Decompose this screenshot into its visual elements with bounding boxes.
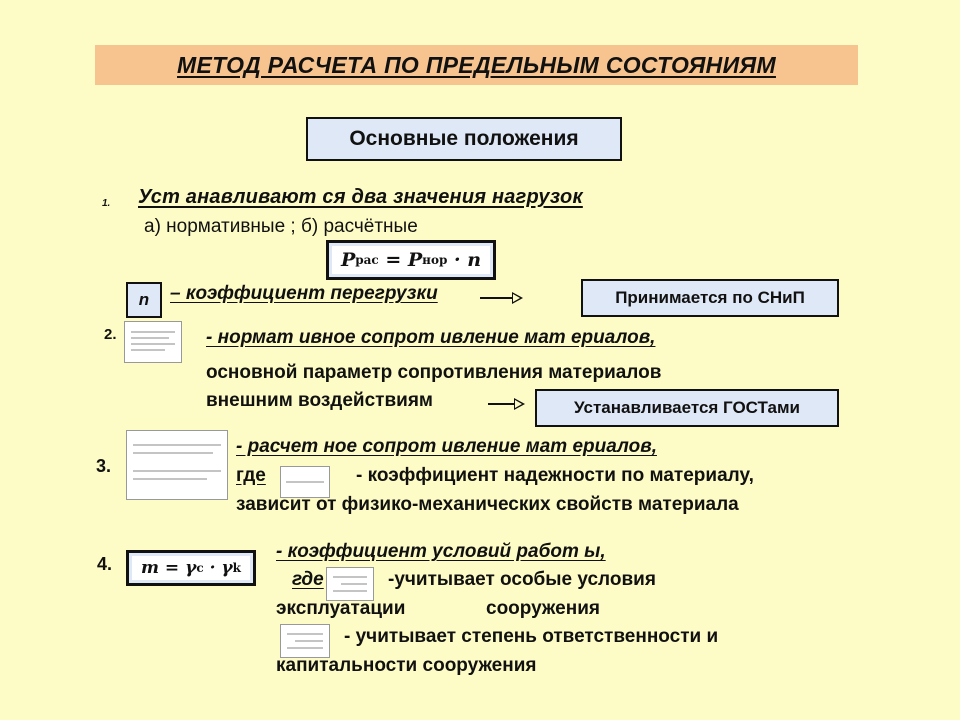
arrow-line-2 bbox=[488, 403, 514, 405]
arrow-right-icon-2 bbox=[514, 398, 525, 410]
overload-coefficient-text: – коэффициент перегрузки bbox=[170, 283, 438, 305]
item-4-where: где bbox=[292, 569, 324, 590]
overload-coefficient-label: – коэффициент перегрузки bbox=[170, 283, 438, 304]
n-symbol-box: n bbox=[126, 282, 162, 318]
item-4-number: 4. bbox=[97, 554, 113, 574]
formula-lhs: P bbox=[340, 249, 356, 271]
arrow-line bbox=[480, 297, 512, 299]
arrow-right-icon bbox=[512, 292, 523, 304]
formula-op-2: · bbox=[203, 558, 222, 578]
item-3-number: 3. bbox=[96, 456, 112, 476]
design-resistance-formula-image bbox=[126, 430, 228, 500]
formula-factor: n bbox=[467, 249, 482, 271]
item-4-where-text: -учитывает особые условия bbox=[388, 569, 656, 590]
formula-eq-2: = bbox=[159, 558, 186, 578]
formula-thumbnail-icon bbox=[133, 444, 221, 480]
item-1-load-types: а) нормативные ; б) расчётные bbox=[144, 216, 418, 237]
gamma-m-formula-image bbox=[280, 466, 330, 498]
item-2-heading: - нормат ивное сопрот ивление мат ериало… bbox=[206, 327, 656, 348]
gamma-c-formula-image bbox=[326, 567, 374, 601]
formula-gamma-k: γ bbox=[221, 558, 233, 578]
item-4-line-2a: эксплуатации bbox=[276, 598, 406, 619]
formula-thumbnail-icon bbox=[333, 576, 367, 592]
gost-note-box: Устанавливается ГОСТами bbox=[535, 389, 839, 427]
formula-op: · bbox=[447, 249, 468, 271]
item-3-where-text: - коэффициент надежности по материалу, bbox=[356, 465, 754, 486]
item-2-line-2: основной параметр сопротивления материал… bbox=[206, 362, 662, 383]
formula-thumbnail-icon bbox=[286, 481, 324, 483]
formula-lhs-sub: рас bbox=[355, 253, 379, 267]
formula-rhs-sub: нор bbox=[422, 253, 448, 267]
item-4-line-4: капитальности сооружения bbox=[276, 655, 537, 676]
item-3-heading: - расчет ное сопрот ивление мат ериалов, bbox=[236, 436, 657, 457]
item-2-number: 2. bbox=[104, 326, 117, 343]
formula-thumbnail-icon bbox=[287, 633, 323, 649]
section-subtitle: Основные положения bbox=[306, 117, 622, 161]
normative-resistance-formula-image bbox=[124, 321, 182, 363]
formula-m: m bbox=[141, 558, 160, 578]
formula-gamma-c: γ bbox=[185, 558, 197, 578]
snip-note-box: Принимается по СНиП bbox=[581, 279, 839, 317]
item-4-line-2b: сооружения bbox=[486, 598, 600, 619]
formula-gamma-c-sub: c bbox=[196, 561, 204, 575]
item-2-line-3: внешним воздействиям bbox=[206, 390, 433, 411]
item-1-number: 1. bbox=[102, 198, 111, 209]
formula-rhs: P bbox=[407, 249, 423, 271]
item-3-where: где bbox=[236, 465, 266, 486]
page-title: МЕТОД РАСЧЕТА ПО ПРЕДЕЛЬНЫМ СОСТОЯНИЯМ bbox=[95, 45, 858, 85]
item-3-line-3: зависит от физико-механических свойств м… bbox=[236, 494, 739, 515]
formula-thumbnail-icon bbox=[131, 331, 175, 351]
item-1-heading: Уст анавливают ся два значения нагрузок bbox=[138, 186, 583, 208]
item-4-heading: - коэффициент условий работ ы, bbox=[276, 541, 606, 562]
formula-eq: = bbox=[378, 249, 408, 271]
gamma-k-formula-image bbox=[280, 624, 330, 658]
item-4-line-3: - учитывает степень ответственности и bbox=[344, 626, 719, 647]
formula-gamma-k-sub: k bbox=[232, 561, 241, 575]
